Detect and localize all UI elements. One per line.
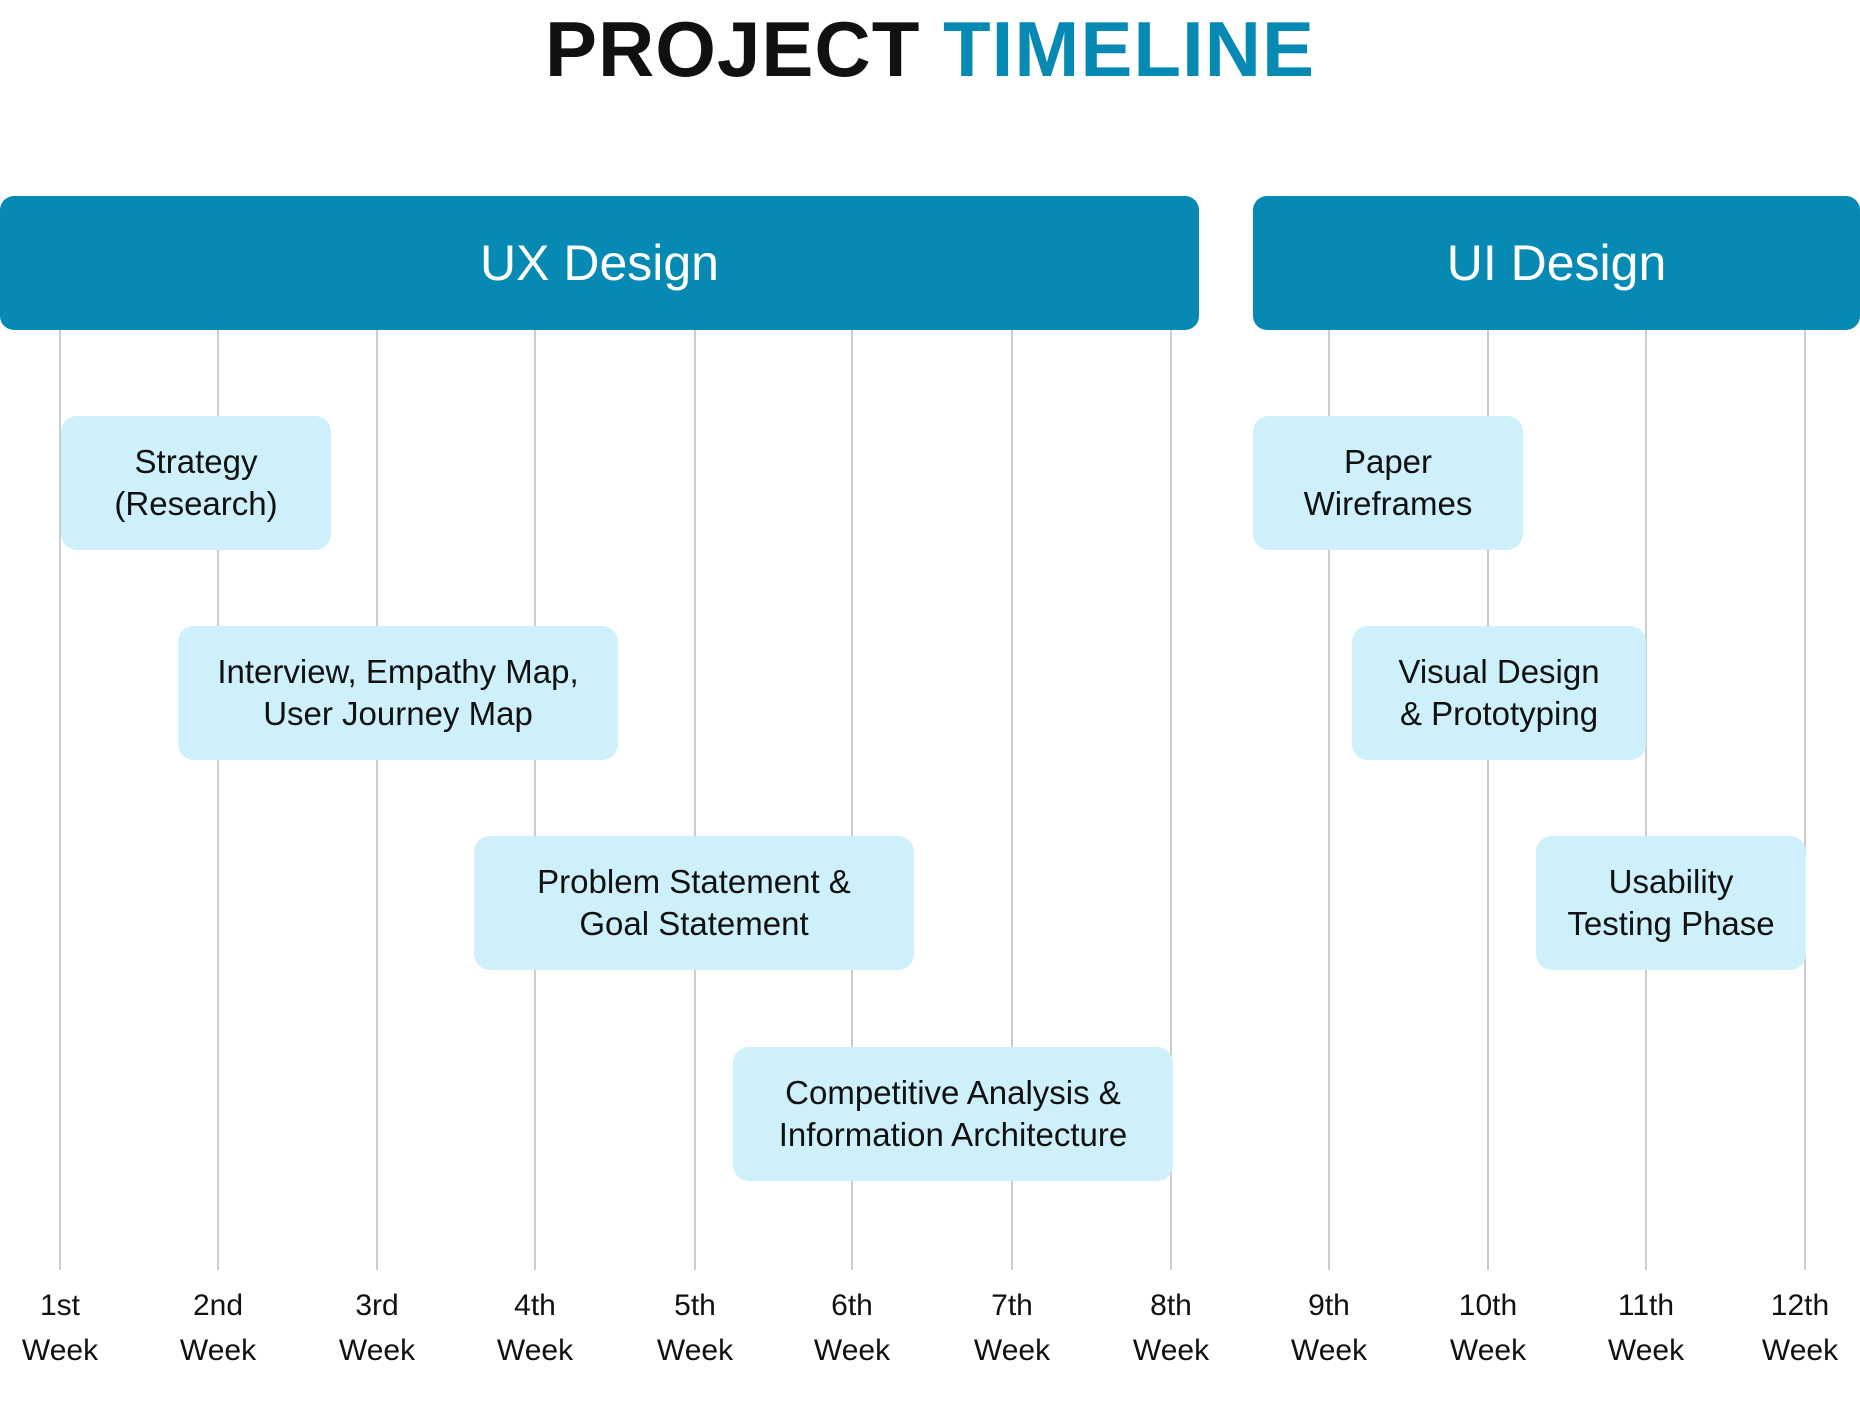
week-ordinal: 1st [39, 1289, 81, 1322]
week-unit: Week [1761, 1334, 1839, 1367]
week-ordinal: 2nd [192, 1289, 244, 1322]
task-line: Goal Statement [579, 905, 809, 942]
task-line: Usability [1608, 863, 1734, 900]
week-gridline-7 [1011, 330, 1013, 1270]
week-ordinal: 4th [514, 1289, 556, 1322]
title-part-timeline: TIMELINE [943, 5, 1316, 93]
task-line: Interview, Empathy Map, [217, 653, 579, 690]
week-ordinal: 8th [1150, 1289, 1192, 1322]
week-unit: Week [973, 1334, 1051, 1367]
title-part-project: PROJECT [544, 5, 921, 93]
week-ordinal: 11th [1617, 1289, 1675, 1322]
task-line: Competitive Analysis & [785, 1074, 1121, 1111]
week-gridline-11 [1645, 330, 1647, 1270]
week-gridline-2 [217, 330, 219, 1270]
week-gridline-9 [1328, 330, 1330, 1270]
week-unit: Week [1449, 1334, 1527, 1367]
week-ordinal: 5th [674, 1289, 716, 1322]
week-gridline-5 [694, 330, 696, 1270]
task-line: Information Architecture [778, 1116, 1128, 1153]
phase-header-ui-design: UI Design [1253, 196, 1860, 330]
week-unit: Week [656, 1334, 734, 1367]
task-line: Strategy [134, 443, 258, 480]
task-line: Testing Phase [1567, 905, 1775, 942]
week-ordinal: 10th [1458, 1289, 1518, 1322]
week-unit: Week [813, 1334, 891, 1367]
week-unit: Week [21, 1334, 99, 1367]
task-line: & Prototyping [1399, 695, 1599, 732]
week-unit: Week [1607, 1334, 1685, 1367]
week-gridline-12 [1804, 330, 1806, 1270]
page-title: PROJECT TIMELINE [0, 4, 1860, 94]
week-ordinal: 12th [1770, 1289, 1830, 1322]
task-line: (Research) [114, 485, 278, 522]
task-line: Paper [1343, 443, 1433, 480]
week-unit: Week [1290, 1334, 1368, 1367]
week-gridline-10 [1487, 330, 1489, 1270]
week-ordinal: 6th [831, 1289, 873, 1322]
task-line: User Journey Map [263, 695, 533, 732]
week-gridline-8 [1170, 330, 1172, 1270]
task-problem-goal-statement: Problem Statement & Goal Statement [474, 836, 914, 970]
task-line: Problem Statement & [537, 863, 851, 900]
task-line: Wireframes [1303, 485, 1473, 522]
phase-header-ux-design: UX Design [0, 196, 1199, 330]
task-interview-empathy-journey: Interview, Empathy Map, User Journey Map [178, 626, 618, 760]
week-unit: Week [179, 1334, 257, 1367]
week-gridline-6 [851, 330, 853, 1270]
week-unit: Week [338, 1334, 416, 1367]
week-ordinal: 9th [1308, 1289, 1350, 1322]
week-ordinal: 7th [991, 1289, 1033, 1322]
week-unit: Week [496, 1334, 574, 1367]
week-unit: Week [1132, 1334, 1210, 1367]
task-competitive-analysis-ia: Competitive Analysis & Information Archit… [733, 1047, 1173, 1181]
task-visual-design-prototyping: Visual Design & Prototyping [1352, 626, 1646, 760]
week-gridline-1 [59, 330, 61, 1270]
task-line: Visual Design [1398, 653, 1600, 690]
week-ordinal: 3rd [355, 1289, 399, 1322]
week-gridline-3 [376, 330, 378, 1270]
task-strategy-research: Strategy (Research) [61, 416, 331, 550]
week-gridline-4 [534, 330, 536, 1270]
